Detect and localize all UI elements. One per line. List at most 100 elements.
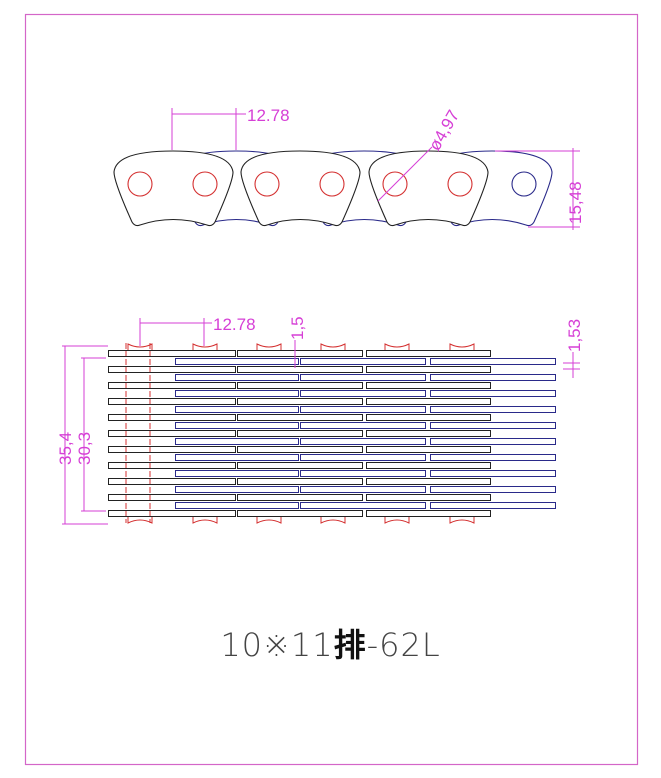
front-plate — [366, 382, 491, 389]
back-plate — [175, 486, 299, 493]
back-plate — [430, 422, 556, 429]
back-plate — [300, 390, 426, 397]
pin-cap-top — [256, 343, 282, 350]
back-plate — [175, 358, 299, 365]
front-plate — [237, 366, 363, 373]
pin-cap-bottom — [384, 516, 410, 524]
title-length: -62L — [366, 626, 441, 664]
front-plate — [237, 462, 363, 469]
pin-hole — [319, 171, 345, 197]
back-plate — [300, 358, 426, 365]
pin-hole — [511, 171, 537, 197]
back-plate — [430, 438, 556, 445]
front-plate — [237, 430, 363, 437]
back-plate — [430, 358, 556, 365]
pin-hole — [254, 171, 280, 197]
back-plate — [430, 502, 556, 509]
title-rows-char: 排 — [333, 626, 367, 664]
front-plate — [366, 398, 491, 405]
pin-cap-bottom — [256, 516, 282, 524]
pin-hole — [447, 171, 473, 197]
top-pitch-label: 12.78 — [213, 315, 256, 334]
back-plate — [175, 390, 299, 397]
back-plate — [300, 422, 426, 429]
front-plate — [108, 382, 236, 389]
front-plate — [237, 350, 363, 357]
front-link — [240, 150, 361, 227]
pin-cap-top — [127, 343, 153, 350]
pin-cap-top — [384, 343, 410, 350]
back-plate — [300, 406, 426, 413]
side-pitch-label: 12.78 — [247, 106, 290, 125]
front-plate — [237, 382, 363, 389]
pin-hole — [382, 171, 408, 197]
front-plate — [237, 478, 363, 485]
pin-cap-top — [192, 343, 218, 350]
pin-cap-bottom — [192, 516, 218, 524]
back-plate — [300, 470, 426, 477]
front-plate — [366, 350, 491, 357]
back-plate — [175, 438, 299, 445]
pin-cap-top — [449, 343, 475, 350]
back-plate — [300, 454, 426, 461]
top-view — [108, 343, 556, 524]
front-plate — [366, 494, 491, 501]
back-plate — [175, 502, 299, 509]
front-plate — [108, 398, 236, 405]
back-plate — [300, 486, 426, 493]
pin-cap-bottom — [320, 516, 346, 524]
front-plate — [237, 414, 363, 421]
front-plate — [366, 446, 491, 453]
plate-thickness-label: 1,53 — [565, 319, 584, 352]
front-plate — [366, 366, 491, 373]
back-plate — [430, 406, 556, 413]
back-plate — [430, 390, 556, 397]
front-plate — [366, 414, 491, 421]
back-plate — [175, 374, 299, 381]
back-plate — [175, 454, 299, 461]
gap-label: 1,5 — [288, 316, 307, 340]
drawing-frame — [24, 13, 639, 766]
front-plate — [366, 478, 491, 485]
inner-width-label: 30,3 — [75, 432, 94, 465]
pin-cap-bottom — [127, 516, 153, 524]
front-link — [368, 150, 489, 227]
front-plate — [108, 350, 236, 357]
pin-cap-bottom — [449, 516, 475, 524]
back-plate — [430, 486, 556, 493]
height-label: 15,48 — [566, 181, 585, 224]
front-plate — [108, 446, 236, 453]
front-plate — [366, 510, 491, 517]
front-plate — [366, 462, 491, 469]
pin-hole — [127, 171, 153, 197]
front-plate — [237, 398, 363, 405]
back-plate — [430, 374, 556, 381]
front-plate — [108, 494, 236, 501]
back-plate — [430, 470, 556, 477]
back-plate — [300, 502, 426, 509]
side-dimensions — [171, 108, 580, 230]
back-plate — [175, 470, 299, 477]
front-plate — [237, 446, 363, 453]
front-plate — [108, 366, 236, 373]
top-dimensions — [62, 318, 580, 525]
hole-diameter-label: ø4,97 — [425, 107, 463, 154]
front-plate — [108, 462, 236, 469]
back-plate — [175, 406, 299, 413]
front-plate — [108, 430, 236, 437]
pin-hole — [192, 171, 218, 197]
back-plate — [430, 454, 556, 461]
pin-cap-top — [320, 343, 346, 350]
front-link — [113, 150, 234, 227]
front-plate — [237, 494, 363, 501]
title-size: 10※11 — [220, 626, 334, 664]
front-plate — [108, 510, 236, 517]
part-title: 10※11排-62L — [0, 620, 661, 666]
front-plate — [237, 510, 363, 517]
side-view — [113, 150, 553, 227]
front-plate — [366, 430, 491, 437]
back-plate — [175, 422, 299, 429]
back-plate — [300, 438, 426, 445]
back-plate — [300, 374, 426, 381]
